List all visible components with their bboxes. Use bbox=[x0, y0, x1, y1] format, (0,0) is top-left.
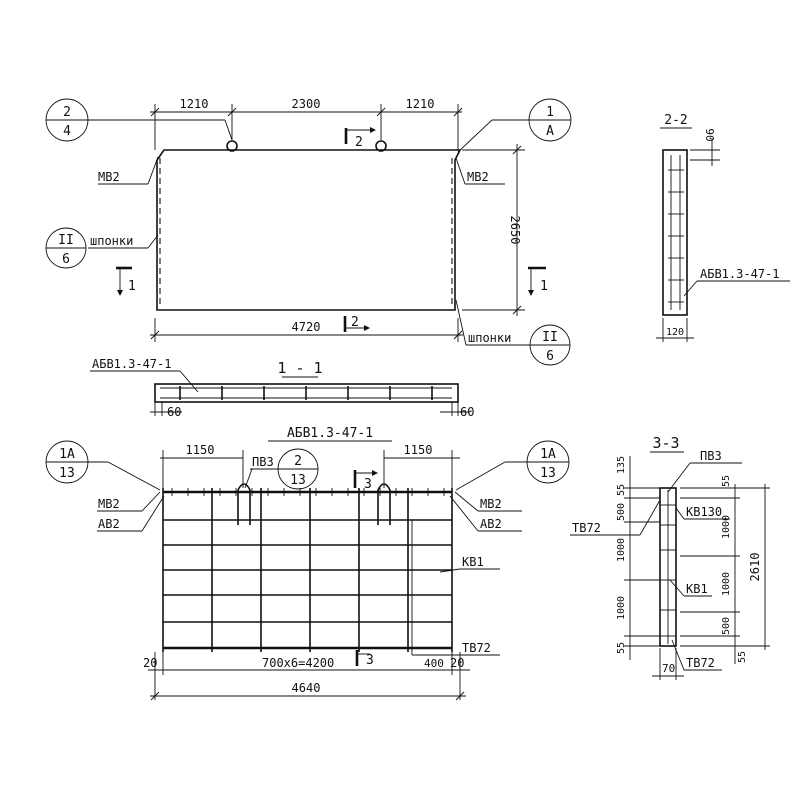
svg-text:1А: 1А bbox=[540, 447, 556, 462]
section-3-3-title: 3-3 bbox=[652, 434, 679, 452]
cage-dim-left: 1150 bbox=[186, 443, 215, 457]
dim-top-middle: 2300 bbox=[292, 97, 321, 111]
cage-mark-kv1: КВ1 bbox=[462, 555, 484, 569]
cut-2-bottom: 2 bbox=[351, 315, 359, 330]
section-3-3-mark-pv3: ПВ3 bbox=[700, 449, 722, 463]
cage-dim-right: 1150 bbox=[404, 443, 433, 457]
cage-dim-edge-right: 20 bbox=[450, 656, 464, 670]
reinforcement-cage: АБВ1.3-47-1 1150 1150 ПВ3 2 13 3 bbox=[45, 426, 570, 701]
svg-text:II: II bbox=[542, 330, 558, 345]
section-2-2-dim-top: 90 bbox=[703, 128, 716, 141]
dim-width: 4720 bbox=[292, 320, 321, 334]
section-3-3-dim-55-bottom-right: 55 bbox=[737, 651, 748, 663]
lifting-loop-left bbox=[226, 140, 238, 152]
callout-ii-6-left: II 6 bbox=[45, 227, 87, 269]
section-3-3-dim-135: 135 bbox=[616, 456, 627, 474]
section-3-3-dim-55-top-right: 55 bbox=[721, 475, 732, 487]
section-3-3-dim-2610: 2610 bbox=[748, 553, 762, 582]
callout-2-13: 2 13 bbox=[277, 448, 319, 490]
svg-text:2: 2 bbox=[63, 105, 71, 120]
section-1-1-body bbox=[154, 383, 459, 403]
section-1-1-dim-right: 60 bbox=[460, 405, 474, 419]
section-3-3-mark-kv1: КВ1 bbox=[686, 582, 708, 596]
svg-text:13: 13 bbox=[540, 466, 556, 481]
callout-2-4: 2 4 bbox=[45, 98, 233, 142]
section-3-3-dim-1000-right-b: 1000 bbox=[721, 572, 732, 596]
section-3-3-dim-1000-right-a: 1000 bbox=[721, 515, 732, 539]
callout-1a-13-left: 1А 13 bbox=[45, 440, 161, 491]
svg-text:4: 4 bbox=[63, 124, 71, 139]
callout-1a-13-right: 1А 13 bbox=[455, 440, 570, 491]
section-2-2-dim-bottom: 120 bbox=[666, 327, 684, 338]
section-2-2: 2-2 90 120 АБВ1.3-47-1 bbox=[656, 113, 790, 342]
cage-mark-tv72: ТВ72 bbox=[462, 641, 491, 655]
cut-3-bottom: 3 bbox=[366, 653, 374, 668]
svg-text:13: 13 bbox=[290, 473, 306, 488]
section-2-2-label: АБВ1.3-47-1 bbox=[700, 267, 779, 281]
cage-mark-av2-left: АВ2 bbox=[98, 517, 120, 531]
cage-mark-mv2-right: МВ2 bbox=[480, 497, 502, 511]
callout-ii-6-right: II 6 bbox=[529, 324, 571, 366]
cage-mark-av2-right: АВ2 bbox=[480, 517, 502, 531]
section-3-3-dim-55-top-left: 55 bbox=[616, 484, 627, 496]
section-1-1: 1 - 1 АБВ1.3-47-1 60 60 bbox=[90, 357, 474, 419]
section-2-2-title: 2-2 bbox=[664, 113, 687, 128]
dim-top-left: 1210 bbox=[180, 97, 209, 111]
section-3-3-dim-1000-left-a: 1000 bbox=[616, 538, 627, 562]
mark-mv2-left: МВ2 bbox=[98, 170, 120, 184]
cage-dim-edge-left: 20 bbox=[143, 656, 157, 670]
cage-dim-spacing: 700x6=4200 bbox=[262, 656, 334, 670]
dim-height: 2650 bbox=[508, 216, 522, 245]
panel-outline bbox=[156, 149, 462, 311]
section-2-2-body bbox=[662, 149, 688, 316]
section-3-3-body bbox=[659, 487, 677, 647]
cage-dim-total: 4640 bbox=[292, 681, 321, 695]
mark-shponki-right: шпонки bbox=[468, 331, 511, 345]
section-3-3-mark-tv72-top: ТВ72 bbox=[572, 521, 601, 535]
section-3-3-mark-kv130: КВ130 bbox=[686, 505, 722, 519]
section-3-3-dim-55-bottom-left: 55 bbox=[616, 642, 627, 654]
cut-1-left: 1 bbox=[128, 279, 136, 294]
mark-shponki-left: шпонки bbox=[90, 234, 133, 248]
section-3-3-dim-70: 70 bbox=[662, 662, 675, 675]
svg-text:13: 13 bbox=[59, 466, 75, 481]
cage-mark-pv3: ПВ3 bbox=[252, 455, 274, 469]
svg-text:А: А bbox=[546, 124, 554, 139]
section-1-1-dim-left: 60 bbox=[167, 405, 181, 419]
pv3-loop-left bbox=[237, 483, 251, 525]
svg-text:II: II bbox=[58, 233, 74, 248]
mark-mv2-right: МВ2 bbox=[467, 170, 489, 184]
section-3-3-dim-500-right: 500 bbox=[721, 617, 732, 635]
section-3-3: 3-3 ПВ3 КВ130 КВ1 ТВ72 ТВ72 135 55 500 1… bbox=[570, 434, 770, 680]
section-1-1-title: 1 - 1 bbox=[277, 359, 322, 377]
cage-dim-400: 400 bbox=[424, 657, 444, 670]
svg-text:6: 6 bbox=[62, 252, 70, 267]
section-1-1-label: АБВ1.3-47-1 bbox=[92, 357, 171, 371]
svg-text:1: 1 bbox=[546, 105, 554, 120]
section-3-3-dim-1000-left-b: 1000 bbox=[616, 596, 627, 620]
cut-2-top: 2 bbox=[355, 135, 363, 150]
svg-text:6: 6 bbox=[546, 349, 554, 364]
section-3-3-dim-500-left: 500 bbox=[616, 503, 627, 521]
cut-3-top: 3 bbox=[364, 477, 372, 492]
dim-top-right: 1210 bbox=[406, 97, 435, 111]
cut-1-right: 1 bbox=[540, 279, 548, 294]
svg-text:2: 2 bbox=[294, 454, 302, 469]
cage-mark-mv2-left: МВ2 bbox=[98, 497, 120, 511]
lifting-loop-right bbox=[375, 140, 387, 152]
top-view: 1210 2300 1210 2650 4720 2 2 1 1 bbox=[45, 97, 572, 366]
callout-1-a-top: 1 А bbox=[457, 98, 572, 153]
section-3-3-mark-tv72-bottom: ТВ72 bbox=[686, 656, 715, 670]
svg-text:1А: 1А bbox=[59, 447, 75, 462]
cage-title: АБВ1.3-47-1 bbox=[287, 426, 373, 441]
